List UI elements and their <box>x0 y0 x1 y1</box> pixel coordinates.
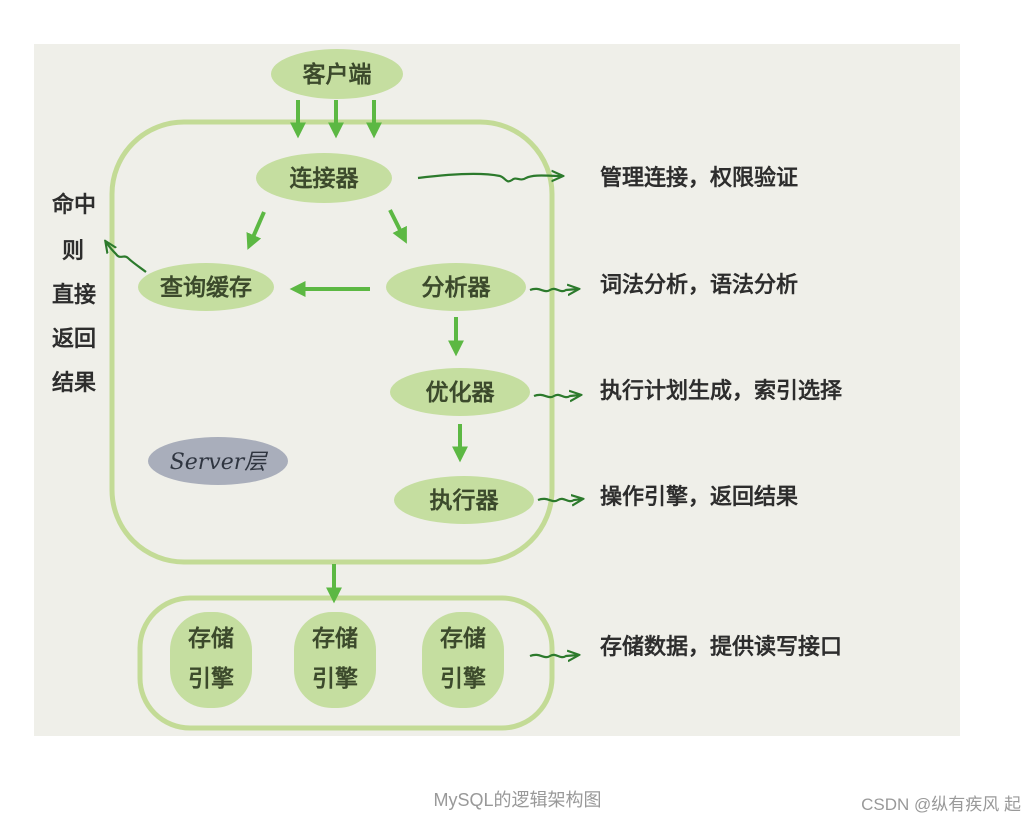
cache-hit-line-1: 命中 <box>52 192 96 218</box>
note-analyzer: 词法分析，语法分析 <box>600 273 798 298</box>
engine-1-line2: 引擎 <box>188 665 234 692</box>
cache-hit-line-2: 则 <box>62 239 84 264</box>
architecture-diagram: 客户端 连接器 查询缓存 分析器 优化器 执行器 Server层 存储 引擎 存… <box>52 49 843 731</box>
note-executor: 操作引擎，返回结果 <box>600 484 798 510</box>
client-label: 客户端 <box>303 61 372 88</box>
engine-2-line1: 存储 <box>312 625 358 652</box>
note-arrow-engine <box>529 655 578 657</box>
engine-node-2: 存储 引擎 <box>294 612 376 708</box>
figure-caption: MySQL的逻辑架构图 <box>433 790 602 810</box>
note-arrow-connector <box>417 174 562 183</box>
executor-label: 执行器 <box>430 487 500 514</box>
client-node: 客户端 <box>271 49 403 99</box>
server-layer-badge: Server层 <box>148 437 288 485</box>
analyzer-node: 分析器 <box>386 263 526 311</box>
optimizer-node: 优化器 <box>390 368 530 416</box>
arrow-connector-cache <box>246 211 266 250</box>
note-arrow-cache-hit <box>106 242 147 273</box>
note-engine: 存储数据，提供读写接口 <box>600 634 842 660</box>
engine-node-3: 存储 引擎 <box>422 612 504 708</box>
note-arrow-optimizer <box>533 395 580 397</box>
engine-2-line2: 引擎 <box>312 665 358 692</box>
note-arrows <box>106 174 582 657</box>
analyzer-label: 分析器 <box>422 275 492 301</box>
watermark: CSDN @纵有疾风 起 <box>861 795 1021 814</box>
engine-1-line1: 存储 <box>188 625 234 652</box>
server-layer-outline <box>109 119 555 565</box>
executor-node: 执行器 <box>394 476 534 524</box>
optimizer-label: 优化器 <box>426 379 496 406</box>
arrow-connector-analyzer <box>388 209 407 244</box>
note-optimizer: 执行计划生成，索引选择 <box>600 378 843 404</box>
engine-node-1: 存储 引擎 <box>170 612 252 708</box>
query-cache-label: 查询缓存 <box>160 274 252 301</box>
server-layer-label: Server层 <box>170 450 269 475</box>
engine-3-line1: 存储 <box>440 625 486 652</box>
cache-hit-note: 命中 则 直接 返回 结果 <box>52 192 96 396</box>
cache-hit-line-3: 直接 <box>52 282 96 308</box>
note-arrow-executor <box>537 499 582 501</box>
flow-arrows <box>246 100 468 604</box>
connector-node: 连接器 <box>256 153 392 203</box>
engine-layer-outline <box>137 595 555 731</box>
note-connector: 管理连接，权限验证 <box>600 165 798 191</box>
engine-3-line2: 引擎 <box>440 665 486 692</box>
cache-hit-line-5: 结果 <box>52 370 96 396</box>
cache-hit-line-4: 返回 <box>52 327 96 352</box>
note-arrow-analyzer <box>529 289 578 291</box>
connector-label: 连接器 <box>290 165 360 192</box>
query-cache-node: 查询缓存 <box>138 263 274 311</box>
